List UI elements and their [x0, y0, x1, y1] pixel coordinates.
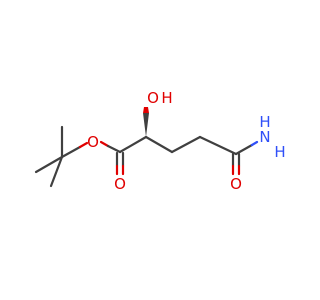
wedge-bond-chiral-oh-red: [143, 107, 149, 113]
atom-ester-oxygen: O: [87, 133, 99, 151]
atom-amide-hydrogen-right: H: [274, 143, 285, 161]
atom-amide-nitrogen: N: [259, 128, 270, 146]
bond-tbu-bottom-methyl: [49, 155, 64, 188]
bond-amide-c-to-n-blue: [250, 140, 259, 147]
bond-chiral-to-ch2a: [144, 135, 174, 154]
bond-amide-c-to-n: [234, 143, 254, 156]
molecule-diagram: O O O H N H H O: [34, 89, 286, 193]
bond-ch2b-to-amide-c: [198, 135, 238, 156]
bond-ester-o-to-c: [106, 144, 122, 154]
bond-ch2a-to-ch2b: [170, 135, 202, 154]
bond-tbu-to-ester-o: [60, 145, 82, 159]
atom-amide-hydrogen-top: H: [259, 113, 270, 131]
bond-ester-o-to-c-red: [99, 140, 110, 148]
atom-hydroxyl-hydrogen: H: [161, 89, 172, 107]
bond-carbonyl-to-chiral: [118, 135, 148, 154]
atom-ester-carbonyl-oxygen: O: [114, 175, 126, 193]
bond-tbu-to-ester-o-red: [78, 141, 89, 149]
bond-tbu-left-methyl: [34, 155, 64, 174]
atom-hydroxyl-oxygen: O: [147, 89, 159, 107]
atom-amide-oxygen: O: [230, 175, 242, 193]
wedge-bond-chiral-oh: [143, 113, 149, 137]
structure-canvas: O O O H N H H O: [34, 89, 286, 193]
